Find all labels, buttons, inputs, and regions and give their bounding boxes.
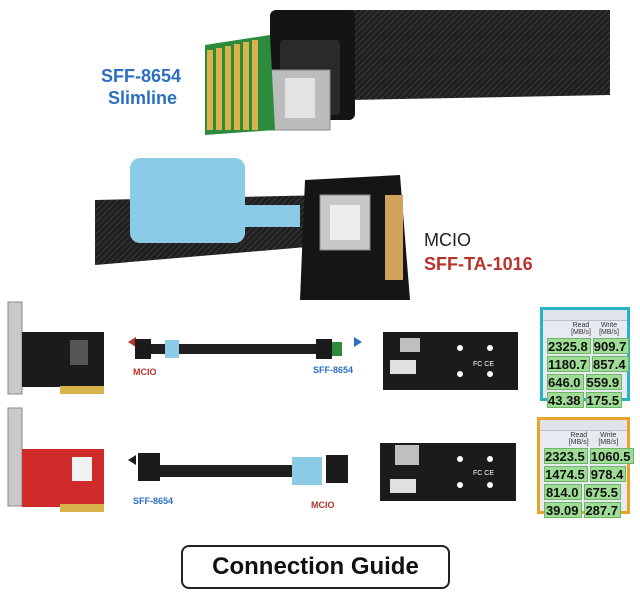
- bench1-read-value: 646.0: [547, 374, 584, 390]
- bench2-read-value: 814.0: [544, 484, 582, 500]
- sff8654-label-line1: SFF-8654: [101, 66, 182, 86]
- row1-right-label: SFF-8654: [313, 365, 354, 375]
- bench2-write-value: 978.4: [589, 466, 627, 482]
- mcio-label-line2: SFF-TA-1016: [424, 254, 533, 274]
- bench1-write-value: 559.9: [585, 374, 623, 390]
- row1-fcc-text: FC CE: [473, 361, 494, 368]
- benchmark-2-titlebar: [540, 420, 627, 431]
- mcio-label-line1: MCIO: [424, 230, 471, 250]
- bench2-read-value: 39.09: [544, 502, 582, 518]
- benchmark-1-titlebar: [543, 310, 627, 321]
- row1-left-label: MCIO: [133, 367, 157, 377]
- sff8654-label-line2: Slimline: [108, 88, 178, 108]
- bench1-read-value: 2325.8: [547, 338, 591, 354]
- bench1-header-read: Read [MB/s]: [571, 322, 591, 336]
- bench2-write-value: 1060.5: [589, 448, 634, 464]
- bench2-read-value: 2323.5: [544, 448, 588, 464]
- bench1-read-value: 43.38: [547, 392, 584, 408]
- row2-left-label: SFF-8654: [133, 496, 174, 506]
- bench2-header-write: Write [MB/s]: [598, 432, 619, 446]
- row2-fcc-text: FC CE: [473, 470, 494, 477]
- connection-row-1: [7, 301, 518, 395]
- bench1-write-value: 909.7: [592, 338, 630, 354]
- bench1-write-value: 857.4: [592, 356, 629, 372]
- bench1-write-value: 175.5: [585, 392, 623, 408]
- bench2-write-value: 287.7: [583, 502, 621, 518]
- connection-row-2: [7, 407, 516, 512]
- bench2-read-value: 1474.5: [544, 466, 588, 482]
- bench1-read-value: 1180.7: [547, 356, 591, 372]
- bench2-header-read: Read [MB/s]: [568, 432, 589, 446]
- sff8654-cable-image: [95, 10, 610, 300]
- bench2-write-value: 675.5: [583, 484, 621, 500]
- connection-guide-button[interactable]: Connection Guide: [181, 545, 450, 589]
- bench1-header-write: Write [MB/s]: [599, 322, 619, 336]
- row2-right-label: MCIO: [311, 500, 335, 510]
